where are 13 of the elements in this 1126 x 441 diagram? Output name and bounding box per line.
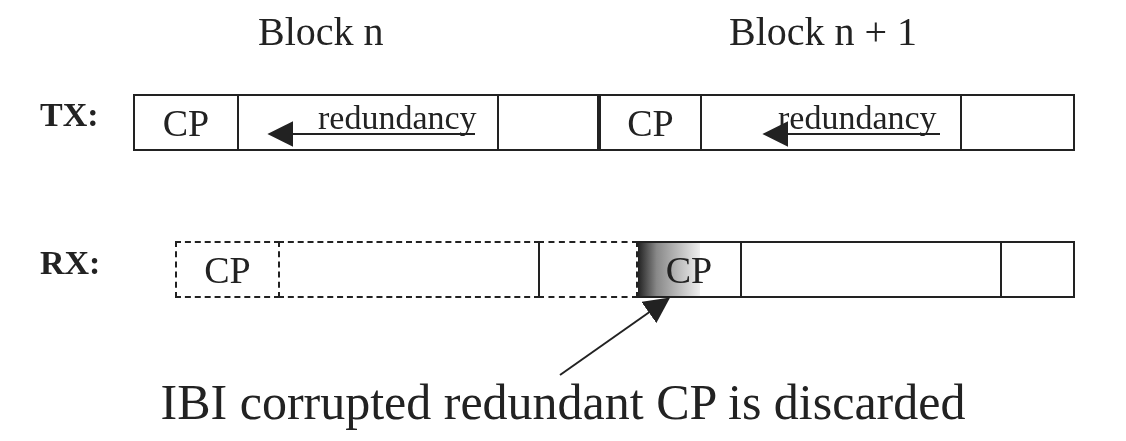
row-label: TX: (40, 98, 99, 132)
cp-segment: CP (175, 241, 280, 298)
segment-box (740, 241, 1002, 298)
row-label: RX: (40, 246, 101, 280)
arrow-label: redundancy (318, 101, 477, 135)
arrow (559, 297, 671, 376)
arrow-label: redundancy (778, 101, 937, 135)
shaded-cp-segment: CP (638, 241, 742, 298)
block-heading: Block n + 1 (729, 12, 918, 52)
annotation-text: IBI corrupted redundant CP is discarded (30, 373, 1096, 433)
segment-box (278, 241, 540, 298)
segment-box (1000, 241, 1075, 298)
block-heading: Block n (258, 12, 384, 52)
